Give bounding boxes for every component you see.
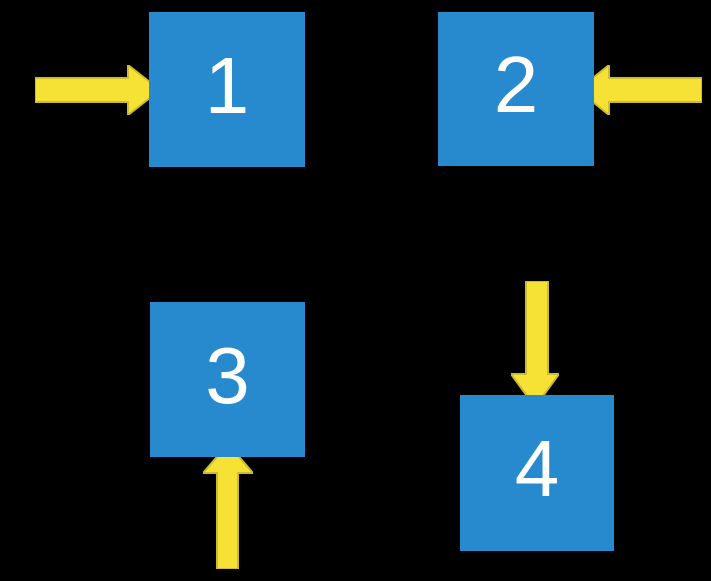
square-3-label: 3	[205, 330, 250, 420]
square-1: 1	[149, 12, 305, 167]
square-2: 2	[438, 12, 594, 166]
arrow-pointing-down-icon	[511, 281, 559, 407]
square-2-label: 2	[493, 40, 539, 129]
arrow-pointing-left-icon	[578, 65, 702, 115]
square-3: 3	[150, 302, 305, 457]
arrow-pointing-up-icon	[203, 444, 253, 569]
arrow-pointing-right-icon	[35, 65, 160, 115]
square-4: 4	[460, 395, 614, 551]
square-1-label: 1	[204, 40, 250, 130]
square-4-label: 4	[514, 424, 560, 513]
